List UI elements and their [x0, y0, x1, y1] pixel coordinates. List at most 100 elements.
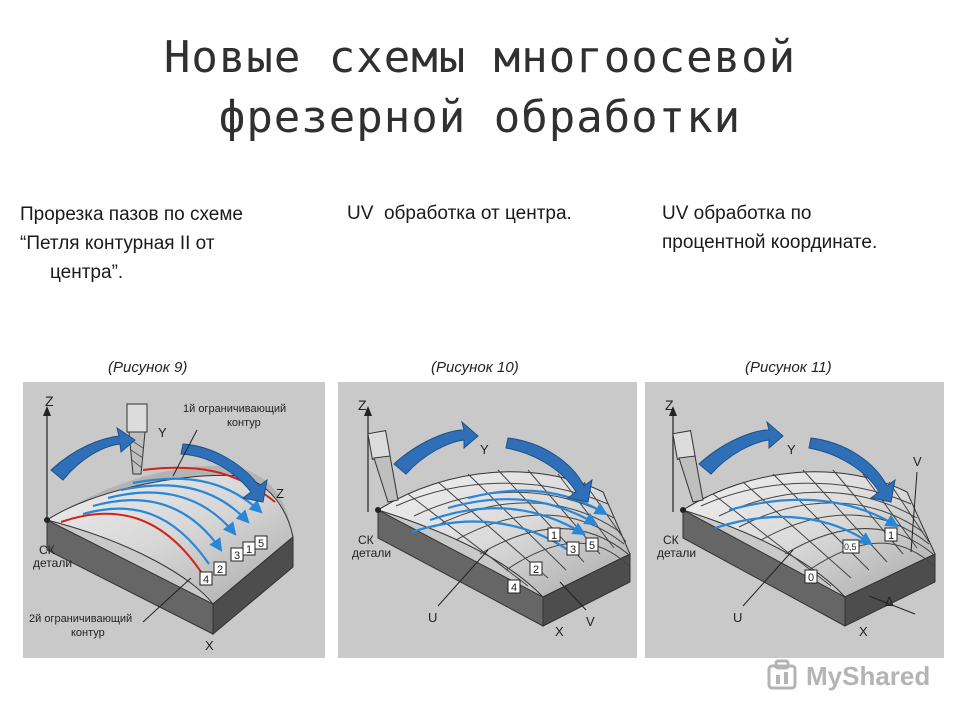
svg-text:2: 2: [217, 564, 223, 576]
rotation-arrow-right-icon: [808, 437, 896, 503]
svg-text:4: 4: [203, 574, 209, 586]
origin-label-line-1: СК: [358, 533, 374, 547]
rotation-arrow-right-icon: [505, 437, 593, 503]
slide-title-line-1: Новые схемы многоосевой: [163, 32, 797, 83]
origin-label-line-2: детали: [33, 556, 72, 570]
tool-path-3: [467, 489, 608, 516]
svg-text:4: 4: [511, 582, 517, 594]
milling-tool-icon: [128, 431, 146, 475]
tool-holder: [672, 430, 696, 460]
tool-path-2: [447, 498, 598, 526]
contour-1-label-line-2: контур: [227, 417, 261, 429]
origin-point: [375, 507, 381, 513]
column-2-line-1: UV обработка от центра.: [347, 203, 572, 224]
milling-tool-icon: [678, 455, 704, 503]
marker-2: 2: [529, 561, 543, 576]
u-axis-label: U: [733, 610, 742, 625]
contour-1-leader: [172, 429, 198, 477]
tool-path-4: [132, 477, 263, 514]
z2-axis-label: Z: [276, 486, 284, 501]
z-axis-label: Z: [665, 397, 674, 413]
figure-10-caption: (Рисунок 10): [431, 359, 519, 376]
z-axis-arrowhead-icon: [43, 406, 51, 416]
marker-1: 1: [884, 527, 898, 542]
tool-path-1: [92, 499, 223, 552]
u-axis-leader: [742, 549, 794, 607]
contour-2-label-line-1: 2й ограничивающий: [29, 613, 132, 625]
tool-path-3: [120, 484, 250, 524]
figure-9-illustration: Z Y Z X 1й ограничивающий контур 2й огра…: [29, 393, 294, 653]
v-axis-label: V: [913, 454, 922, 469]
z-axis-arrowhead-icon: [364, 406, 372, 416]
column-3-line-1: UV обработка по: [662, 203, 812, 224]
tool-path-1: [728, 498, 899, 528]
figure-10-illustration: Z Y X U V СК: [352, 397, 631, 639]
u-axis-leader: [437, 549, 489, 607]
v-axis-leader: [910, 471, 918, 553]
z-axis-label: Z: [358, 397, 367, 413]
column-1-text: Прорезка пазов по схеме “Петля контурная…: [20, 200, 320, 287]
y-axis-label: Y: [480, 442, 489, 457]
rotation-arrow-right-icon: [180, 443, 268, 503]
origin-label-line-2: детали: [352, 546, 391, 560]
column-1-line-3: центра”.: [50, 262, 124, 283]
workpiece-side-face: [542, 553, 631, 627]
svg-text:5: 5: [589, 540, 595, 552]
svg-text:5: 5: [258, 538, 264, 550]
x-axis-label: X: [555, 624, 564, 639]
workpiece-side-face: [212, 535, 294, 636]
rotation-arrow-left-icon: [698, 420, 784, 475]
figure-9-panel: Z Y Z X 1й ограничивающий контур 2й огра…: [23, 382, 325, 658]
marker-3: 3: [230, 547, 244, 562]
rotation-arrow-left-icon: [50, 426, 136, 481]
tool-path-1: [429, 507, 586, 536]
myshared-brand-text: MyShared: [806, 660, 931, 691]
marker-5: 5: [585, 537, 599, 552]
delta-label: Δ: [885, 594, 894, 609]
svg-text:0,5: 0,5: [844, 542, 857, 552]
origin-label-line-1: СК: [663, 533, 679, 547]
marker-0: 0: [804, 569, 818, 584]
figure-11-panel: Z Y X U V Δ СК: [645, 382, 944, 658]
svg-text:0: 0: [808, 572, 814, 584]
svg-text:3: 3: [570, 544, 576, 556]
origin-label-line-2: детали: [657, 546, 696, 560]
svg-text:1: 1: [551, 530, 557, 542]
origin-point: [44, 517, 50, 523]
contour-2-leader: [142, 577, 192, 623]
slide-title: Новые схемы многоосевой фрезерной обрабо…: [0, 28, 960, 148]
tool-path-2: [714, 515, 873, 546]
tool-path-2: [107, 491, 237, 536]
column-3-text: UV обработка по процентной координате.: [662, 199, 952, 257]
marker-3: 3: [566, 541, 580, 556]
svg-text:1: 1: [246, 544, 252, 556]
slide-title-line-2: фрезерной обработки: [218, 92, 742, 143]
z-axis-arrowhead-icon: [669, 406, 677, 416]
x-axis-label: X: [205, 638, 214, 653]
v-axis-leader: [559, 581, 587, 611]
workpiece-top-surface: [681, 471, 936, 598]
marker-2: 2: [213, 561, 227, 576]
column-2-text: UV обработка от центра.: [347, 199, 647, 228]
workpiece-top-surface: [376, 471, 631, 598]
delta-dimension-line: [868, 595, 916, 615]
figure-9-caption: (Рисунок 9): [108, 359, 188, 376]
myshared-logo-icon: [767, 659, 797, 690]
x-axis-label: X: [859, 624, 868, 639]
figure-11-caption: (Рисунок 11): [745, 359, 832, 376]
marker-1: 1: [242, 541, 256, 556]
milling-tool-icon: [373, 455, 399, 503]
svg-text:2: 2: [533, 564, 539, 576]
y-axis-label: Y: [158, 425, 167, 440]
column-1-line-2: “Петля контурная II от: [20, 233, 215, 254]
tool-holder: [367, 430, 391, 460]
y-axis-label: Y: [787, 442, 796, 457]
column-1-line-1: Прорезка пазов по схеме: [20, 204, 243, 225]
svg-text:1: 1: [888, 530, 894, 542]
v-axis-label: V: [586, 614, 595, 629]
contour-2-line: [60, 512, 206, 579]
contour-2-label-line-2: контур: [71, 627, 105, 639]
marker-0-5: 0,5: [842, 539, 860, 554]
myshared-watermark: MyShared: [766, 656, 930, 696]
origin-point: [680, 507, 686, 513]
